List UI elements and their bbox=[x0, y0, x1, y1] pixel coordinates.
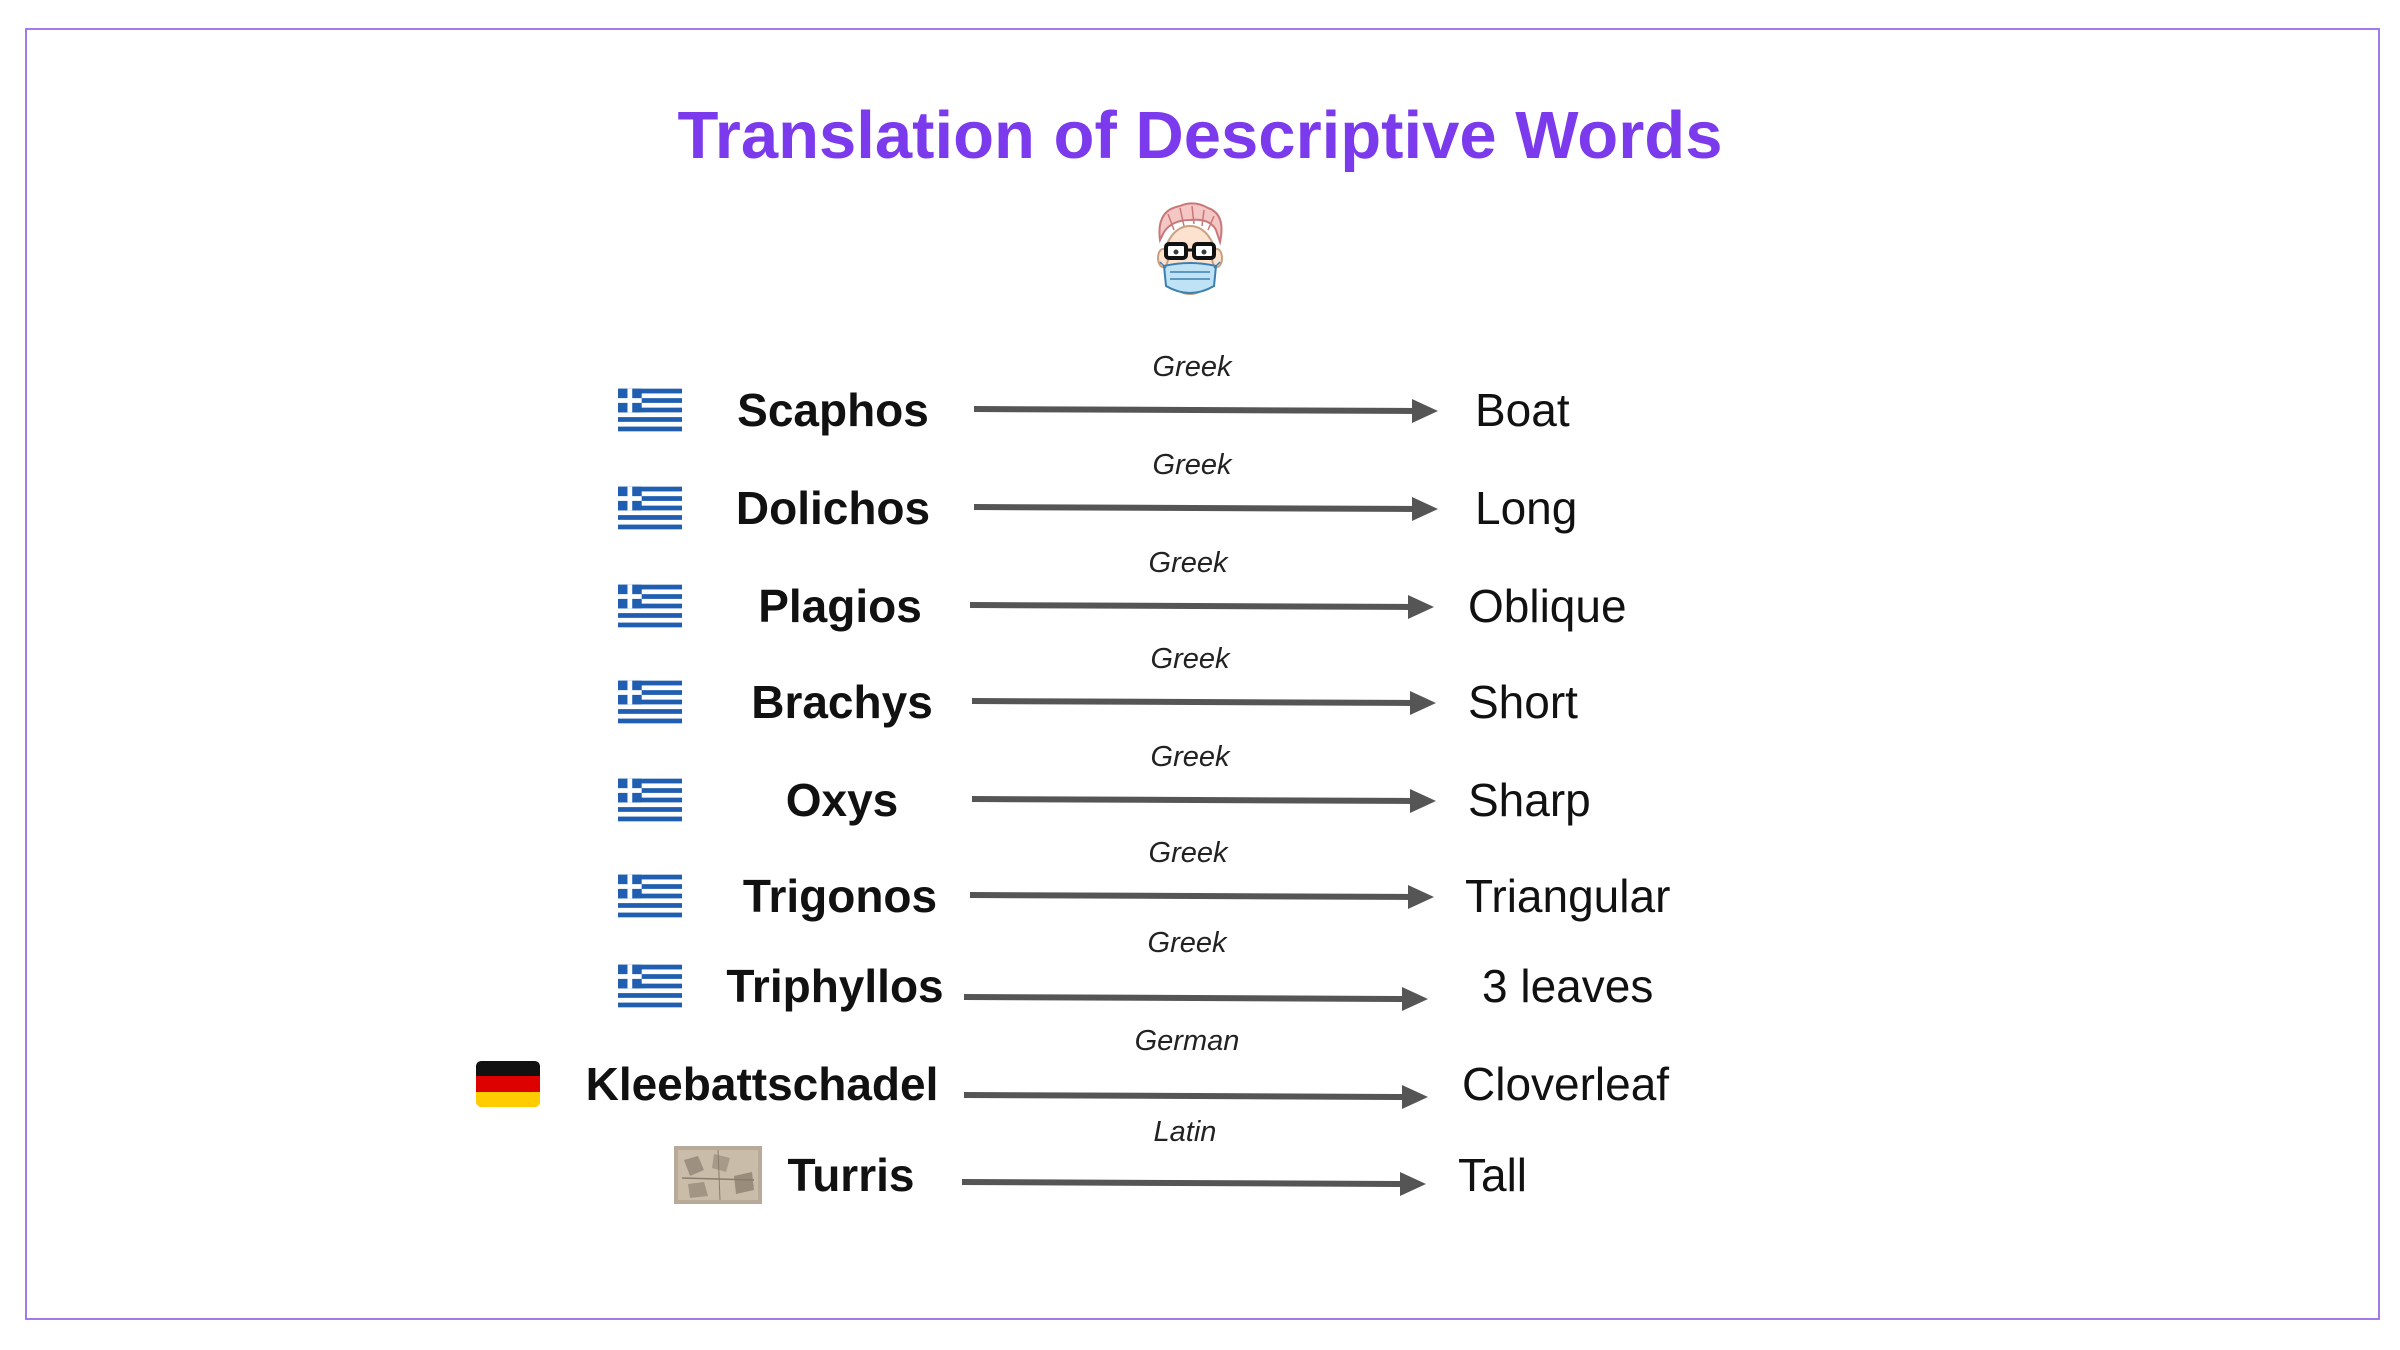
translation-row: Trigonos Greek Triangular bbox=[0, 837, 2400, 941]
slide-frame bbox=[25, 28, 2380, 1320]
arrow-icon bbox=[972, 495, 1442, 523]
source-word: Kleebattschadel bbox=[585, 1058, 939, 1110]
translation-row: Triphyllos Greek 3 leaves bbox=[0, 927, 2400, 1031]
arrow-icon bbox=[972, 397, 1442, 425]
source-word: Dolichos bbox=[735, 482, 931, 534]
latin-stone-inscription-icon bbox=[674, 1146, 762, 1204]
translated-meaning: Tall bbox=[1458, 1149, 1528, 1201]
arrow-icon bbox=[968, 593, 1438, 621]
arrow-icon bbox=[960, 1170, 1430, 1198]
translation-row: Brachys Greek Short bbox=[0, 643, 2400, 747]
masked-man-with-glasses-icon bbox=[1150, 200, 1230, 306]
translation-row: Oxys Greek Sharp bbox=[0, 741, 2400, 845]
translation-row: Turris Latin Tall bbox=[0, 1116, 2400, 1220]
translated-meaning: 3 leaves bbox=[1482, 960, 1654, 1012]
greece-flag-icon bbox=[618, 679, 682, 725]
source-word: Brachys bbox=[751, 676, 933, 728]
translation-row: Kleebattschadel German Cloverleaf bbox=[0, 1025, 2400, 1129]
language-label: German bbox=[1134, 1025, 1240, 1057]
language-label: Greek bbox=[1147, 927, 1227, 959]
translation-row: Dolichos Greek Long bbox=[0, 449, 2400, 553]
greece-flag-icon bbox=[618, 777, 682, 823]
language-label: Greek bbox=[1152, 449, 1232, 481]
translated-meaning: Cloverleaf bbox=[1462, 1058, 1670, 1110]
language-label: Greek bbox=[1150, 643, 1230, 675]
translated-meaning: Long bbox=[1475, 482, 1578, 534]
page-title: Translation of Descriptive Words bbox=[677, 98, 1723, 173]
source-word: Oxys bbox=[785, 774, 899, 826]
source-word: Trigonos bbox=[742, 870, 938, 922]
greece-flag-icon bbox=[618, 873, 682, 919]
translated-meaning: Triangular bbox=[1465, 870, 1671, 922]
source-word: Plagios bbox=[758, 580, 922, 632]
germany-flag-icon bbox=[476, 1061, 540, 1107]
arrow-icon bbox=[968, 883, 1438, 911]
translated-meaning: Oblique bbox=[1468, 580, 1627, 632]
language-label: Greek bbox=[1148, 837, 1228, 869]
language-label: Greek bbox=[1152, 351, 1232, 383]
source-word: Triphyllos bbox=[726, 960, 944, 1012]
arrow-icon bbox=[962, 1083, 1432, 1111]
translation-row: Plagios Greek Oblique bbox=[0, 547, 2400, 651]
greece-flag-icon bbox=[618, 485, 682, 531]
translated-meaning: Sharp bbox=[1468, 774, 1591, 826]
greece-flag-icon bbox=[618, 963, 682, 1009]
language-label: Greek bbox=[1150, 741, 1230, 773]
translated-meaning: Short bbox=[1468, 676, 1578, 728]
greece-flag-icon bbox=[618, 583, 682, 629]
source-word: Turris bbox=[787, 1149, 915, 1201]
source-word: Scaphos bbox=[737, 384, 929, 436]
arrow-icon bbox=[970, 787, 1440, 815]
arrow-icon bbox=[962, 985, 1432, 1013]
translated-meaning: Boat bbox=[1475, 384, 1570, 436]
language-label: Greek bbox=[1148, 547, 1228, 579]
arrow-icon bbox=[970, 689, 1440, 717]
greece-flag-icon bbox=[618, 387, 682, 433]
language-label: Latin bbox=[1153, 1116, 1217, 1148]
translation-row: Scaphos Greek Boat bbox=[0, 351, 2400, 455]
